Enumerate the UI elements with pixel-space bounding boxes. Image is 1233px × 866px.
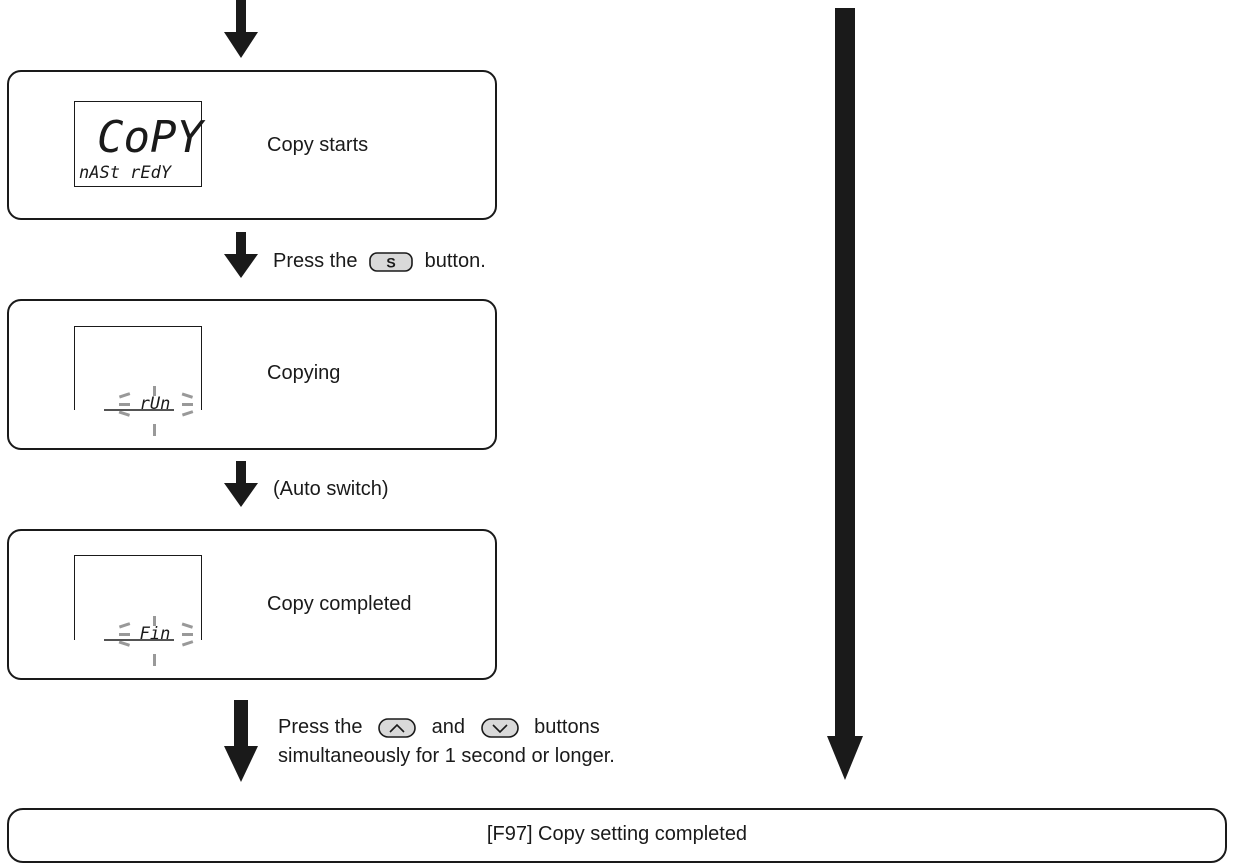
blink-indicator: Fin <box>104 616 194 666</box>
transition-2-text: (Auto switch) <box>273 478 389 500</box>
lcd-display <box>74 326 202 410</box>
lcd-bottom-text: Fin <box>140 624 171 644</box>
step-box-copying: rUn Copying <box>7 299 497 450</box>
step-box-copy-starts: CoPY nASt rEdY Copy starts <box>7 70 497 220</box>
lcd-top-text: CoPY <box>97 112 205 163</box>
step-label: Copy starts <box>267 134 369 156</box>
down-button-icon <box>480 717 519 738</box>
step-box-copy-completed: Fin Copy completed <box>7 529 497 680</box>
transition-3-line-1: Press the and buttons <box>278 716 600 739</box>
down-arrow-top <box>224 0 258 58</box>
down-arrow-1 <box>224 232 258 278</box>
down-arrow-long <box>827 8 863 780</box>
lcd-bottom-text: nASt rEdY <box>79 163 173 183</box>
step-label: Copy completed <box>267 593 412 615</box>
transition-1-before: Press the <box>273 250 358 272</box>
transition-3-before: Press the <box>278 716 363 738</box>
lcd-display <box>74 555 202 640</box>
transition-1-after: button. <box>424 250 486 272</box>
transition-3-mid: and <box>431 716 465 738</box>
final-label: [F97] Copy setting completed <box>486 823 748 845</box>
transition-3-line-2: simultaneously for 1 second or longer. <box>278 745 615 767</box>
step-label: Copying <box>267 362 341 384</box>
lcd-segment-copy: CoPY nASt rEdY <box>79 112 205 183</box>
transition-3-after: buttons <box>534 716 600 738</box>
s-button-glyph: S <box>386 254 395 270</box>
lcd-bottom-text: rUn <box>140 394 171 414</box>
final-box: [F97] Copy setting completed <box>7 808 1227 863</box>
s-button-icon: S <box>369 251 413 272</box>
transition-1-text: Press the S button. <box>273 250 486 273</box>
blink-indicator: rUn <box>104 386 194 436</box>
down-arrow-3 <box>224 700 258 782</box>
lcd-display: CoPY nASt rEdY <box>74 101 205 187</box>
down-arrow-2 <box>224 461 258 507</box>
up-button-icon <box>378 717 416 738</box>
